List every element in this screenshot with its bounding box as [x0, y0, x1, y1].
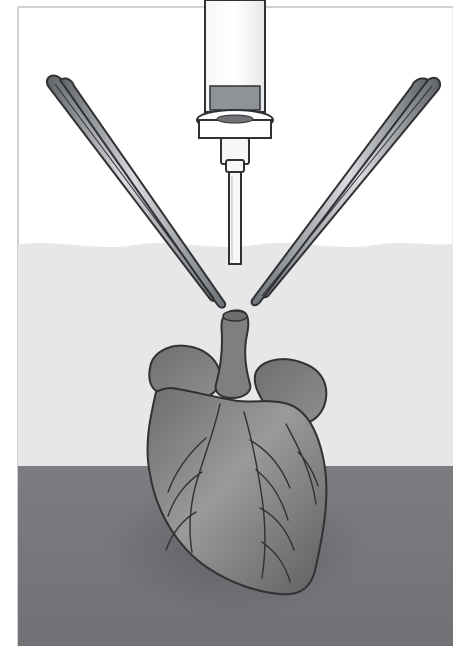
cannula	[229, 172, 241, 264]
heart-aorta	[216, 310, 251, 398]
